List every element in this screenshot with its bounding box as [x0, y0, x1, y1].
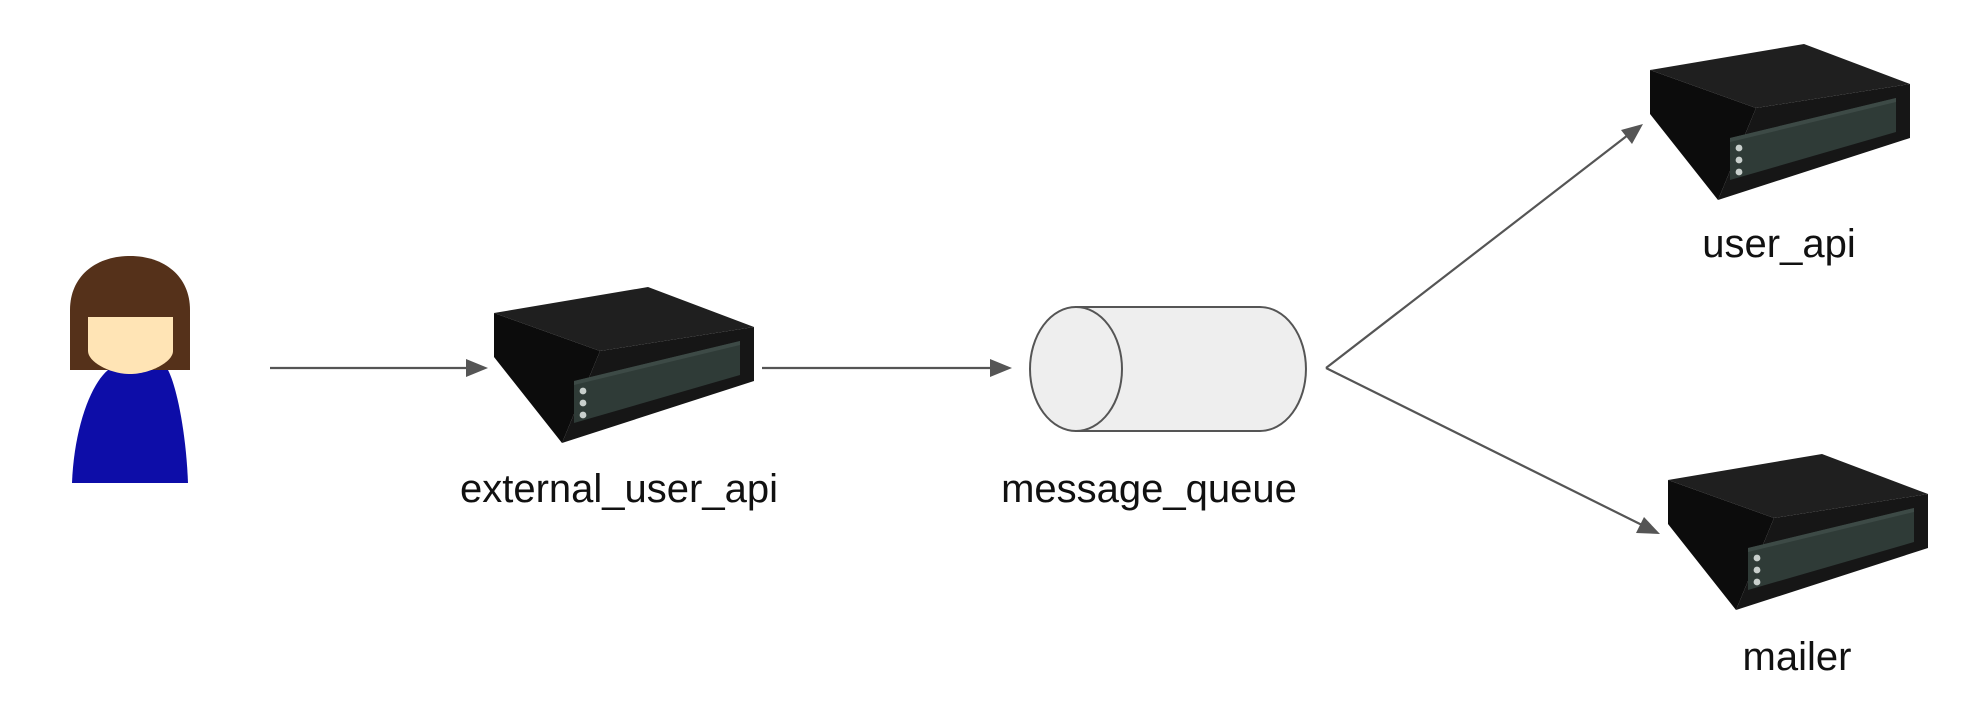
message-queue[interactable]: message_queue	[1001, 306, 1307, 511]
person-icon	[70, 256, 190, 483]
external-user-api-label: external_user_api	[460, 467, 778, 511]
server-icon	[1668, 454, 1928, 610]
queue-cylinder-icon	[1029, 306, 1307, 432]
mailer-label: mailer	[1743, 635, 1852, 679]
edge-message-queue-to-mailer	[1325, 367, 1660, 534]
server-user-api[interactable]: user_api	[1650, 44, 1910, 266]
server-external-user-api[interactable]: external_user_api	[460, 287, 778, 511]
edge-external-user-api-to-message-queue	[762, 359, 1012, 377]
server-icon	[1650, 44, 1910, 200]
server-icon	[494, 287, 754, 443]
edge-user-to-external-user-api	[270, 359, 488, 377]
server-mailer[interactable]: mailer	[1668, 454, 1928, 679]
edge-message-queue-to-user-api	[1325, 124, 1643, 369]
message-queue-label: message_queue	[1001, 467, 1297, 511]
user-api-label: user_api	[1702, 222, 1855, 266]
